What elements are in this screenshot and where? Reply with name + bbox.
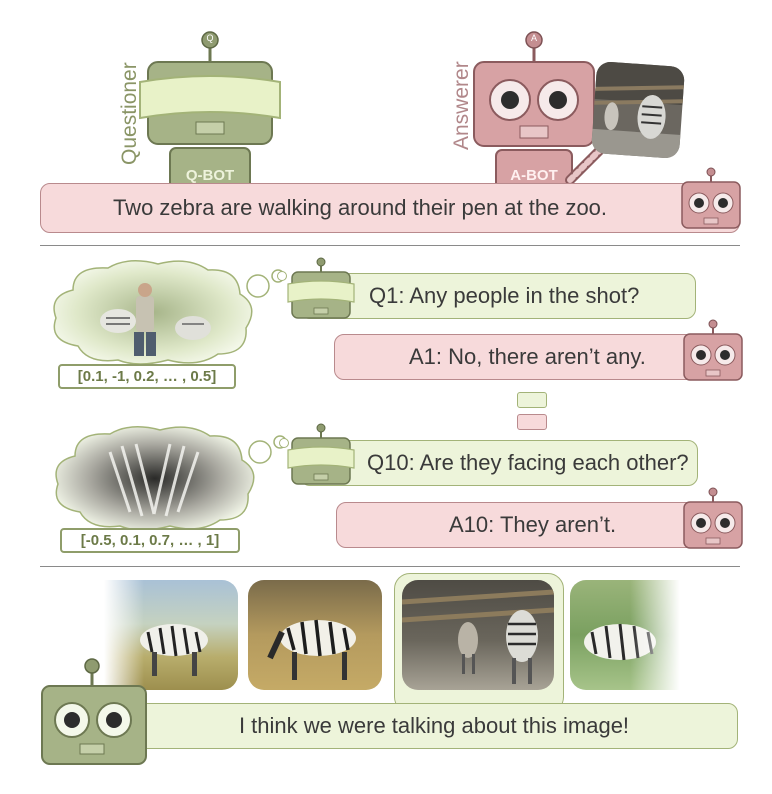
candidate-image-4 <box>570 580 680 690</box>
answer-bubble-10: A10: They aren’t. <box>336 502 742 548</box>
abot-avatar-10 <box>683 487 743 549</box>
candidate-image-2 <box>248 580 382 690</box>
qbot-avatar-final <box>41 658 147 765</box>
candidate-image-1 <box>104 580 238 690</box>
thought-dot <box>277 271 287 281</box>
question-text-1: Q1: Any people in the shot? <box>369 283 640 308</box>
answer-text-10: A10: They aren’t. <box>449 512 617 537</box>
abot-held-photo <box>590 61 686 159</box>
embedding-vector-10: [-0.5, 0.1, 0.7, … , 1] <box>60 528 240 553</box>
qbot-label: Q-BOT <box>185 167 235 184</box>
answer-text-1: A1: No, there aren’t any. <box>409 344 646 369</box>
abot-avatar-1 <box>683 319 743 381</box>
ellipsis-green-chip <box>517 392 547 408</box>
divider-top <box>40 245 740 246</box>
question-bubble-10: Q10: Are they facing each other? <box>300 440 698 486</box>
caption-bubble: Two zebra are walking around their pen a… <box>40 183 740 233</box>
qbot-robot <box>139 31 281 191</box>
questioner-label: Questioner <box>118 62 141 165</box>
ellipsis-pink-chip <box>517 414 547 430</box>
question-bubble-1: Q1: Any people in the shot? <box>300 273 696 319</box>
thought-cloud-1 <box>53 260 285 365</box>
thought-dot-10 <box>279 438 289 448</box>
qbot-avatar-1 <box>287 257 355 319</box>
guess-bubble: I think we were talking about this image… <box>100 703 738 749</box>
embedding-vector-1: [0.1, -1, 0.2, … , 0.5] <box>58 364 236 389</box>
abot-robot <box>473 31 605 191</box>
answer-bubble-1: A1: No, there aren’t any. <box>334 334 742 380</box>
abot-small-avatar <box>681 167 741 229</box>
thought-cloud-10 <box>55 426 287 531</box>
question-text-10: Q10: Are they facing each other? <box>367 450 689 475</box>
abot-antenna-letter: A <box>530 33 537 43</box>
qbot-avatar-10 <box>287 423 355 485</box>
abot-label: A-BOT <box>510 167 558 184</box>
selected-image <box>402 580 554 690</box>
qbot-antenna-letter: Q <box>206 33 214 43</box>
divider-bottom <box>40 566 740 567</box>
guess-text: I think we were talking about this image… <box>238 713 630 738</box>
caption-text: Two zebra are walking around their pen a… <box>112 195 608 220</box>
